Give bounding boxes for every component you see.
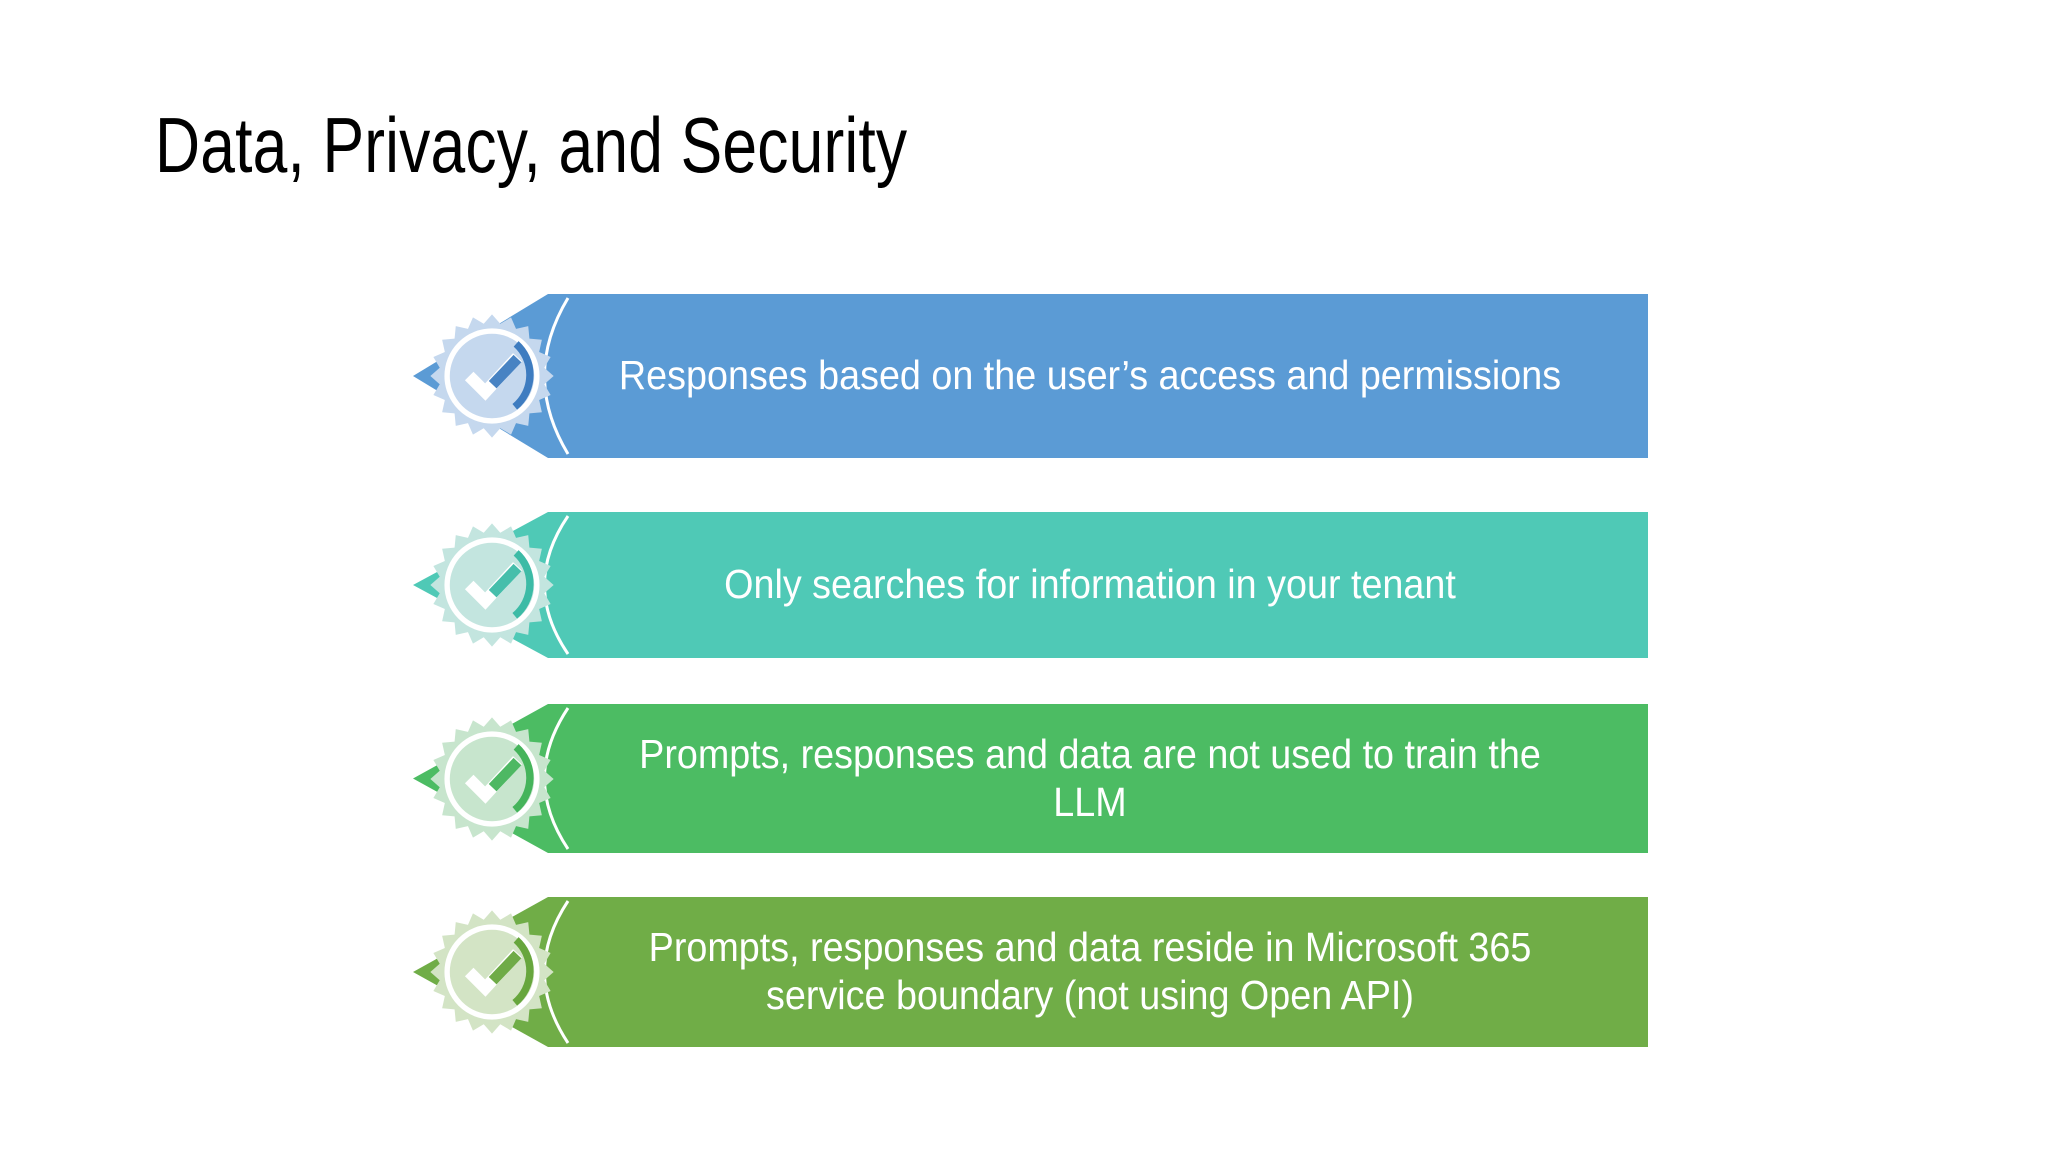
chevron-label: Prompts, responses and data are not used… (639, 730, 1541, 825)
page-title: Data, Privacy, and Security (155, 101, 908, 189)
verified-badge-checkmark-icon (425, 309, 559, 443)
chevron-bar (413, 512, 1648, 658)
chevron-bar (413, 897, 1648, 1047)
verified-badge-checkmark-icon (425, 712, 559, 846)
chevron-row[interactable]: Responses based on the user’s access and… (0, 294, 2048, 458)
chevron-label: Only searches for information in your te… (724, 561, 1456, 608)
verified-badge-checkmark-icon (425, 905, 559, 1039)
chevron-bar (413, 294, 1648, 458)
chevron-row[interactable]: Prompts, responses and data reside in Mi… (0, 897, 2048, 1047)
verified-badge-checkmark-icon (425, 518, 559, 652)
chevron-label: Responses based on the user’s access and… (618, 352, 1562, 399)
chevron-bar (413, 704, 1648, 853)
chevron-label: Prompts, responses and data reside in Mi… (648, 924, 1532, 1018)
chevron-row[interactable]: Prompts, responses and data are not used… (0, 704, 2048, 853)
chevron-row[interactable]: Only searches for information in your te… (0, 512, 2048, 658)
